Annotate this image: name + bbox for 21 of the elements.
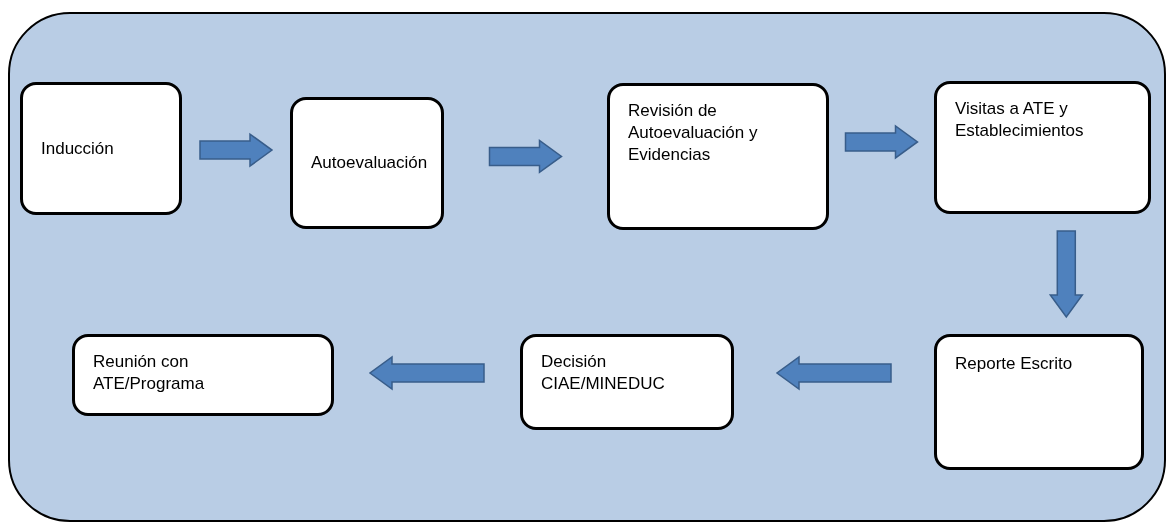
step-label: Decisión CIAE/MINEDUC: [541, 351, 666, 395]
step-label: Revisión de Autoevaluación y Evidencias: [628, 100, 759, 166]
block-arrow: [368, 355, 485, 391]
block-arrow: [844, 124, 919, 160]
block-arrow: [488, 138, 563, 174]
step-label: Inducción: [41, 137, 115, 160]
step-label: Reunión con ATE/Programa: [93, 351, 206, 395]
background-panel: [8, 12, 1166, 522]
step-label: Visitas a ATE y Establecimientos: [955, 98, 1085, 142]
block-arrow: [775, 355, 892, 391]
step-label: Autoevaluación: [311, 152, 427, 174]
step-label: Reporte Escrito: [955, 353, 1074, 375]
process-box: [290, 97, 444, 229]
process-box: [934, 81, 1151, 214]
process-box: [520, 334, 734, 430]
block-arrow: [199, 132, 274, 168]
process-box: [607, 83, 829, 230]
process-box: [72, 334, 334, 416]
process-box: [20, 82, 182, 215]
block-arrow: [1048, 230, 1084, 319]
process-box: [934, 334, 1144, 470]
